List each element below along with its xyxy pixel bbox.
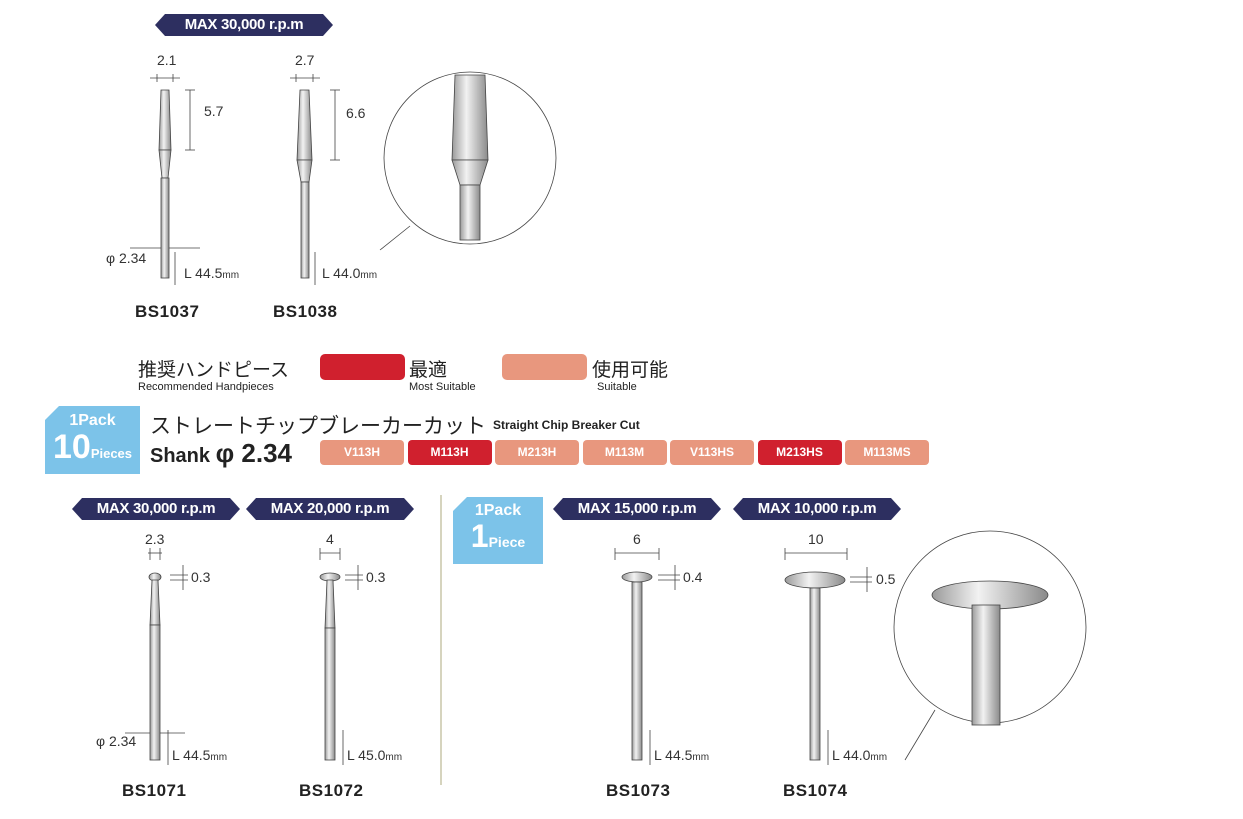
pack-badge: 1Pack 10Pieces — [45, 406, 140, 474]
dim-thickness: 0.4 — [683, 569, 703, 585]
unit: mm — [692, 752, 710, 763]
rpm-badge: MAX 20,000 r.p.m — [246, 498, 414, 520]
handpiece-chip-m213hs: M213HS — [757, 440, 842, 465]
bit-bs1073 — [621, 571, 653, 761]
product-code: BS1037 — [135, 302, 200, 321]
rpm-badge: MAX 10,000 r.p.m — [733, 498, 901, 520]
shank-spec: Shank φ 2.34 — [150, 438, 292, 469]
section-title: ストレートチップブレーカーカット — [150, 415, 486, 438]
dim-total: L 44.0mm — [322, 265, 377, 281]
dim-total: L 45.0mm — [347, 747, 402, 763]
dim-total: L 44.5mm — [654, 747, 709, 763]
pack-unit: Piece — [488, 534, 526, 550]
dim-total: L 44.5mm — [184, 265, 239, 281]
dim-width: 4 — [326, 531, 334, 547]
unit: mm — [210, 752, 228, 763]
legend-title: 推奨ハンドピース — [138, 360, 290, 381]
dim-width: 2.3 — [145, 531, 165, 547]
dim-shank: φ 2.34 — [106, 250, 147, 266]
pack-unit: Pieces — [90, 446, 133, 461]
bit-bs1038 — [296, 89, 313, 279]
total-length: L 44.5 — [654, 747, 693, 763]
dim-thickness: 0.3 — [191, 569, 211, 585]
pack-count: 10 — [52, 428, 91, 466]
rpm-badge: MAX 15,000 r.p.m — [553, 498, 721, 520]
total-length: L 44.5 — [172, 747, 211, 763]
total-length: L 45.0 — [347, 747, 386, 763]
legend-most: 最適 — [409, 360, 448, 381]
legend-swatch-suitable — [502, 354, 587, 380]
unit: mm — [360, 270, 378, 281]
product-code: BS1071 — [122, 781, 187, 800]
handpiece-chip-m113m: M113M — [582, 440, 667, 465]
handpiece-chip-m113ms: M113MS — [845, 440, 929, 465]
product-code: BS1073 — [606, 781, 671, 800]
unit: mm — [385, 752, 403, 763]
dim-total: L 44.0mm — [832, 747, 887, 763]
legend-swatch-most — [320, 354, 405, 380]
total-length: L 44.0 — [322, 265, 361, 281]
handpiece-chip-v113h: V113H — [320, 440, 404, 465]
dim-width: 2.7 — [295, 52, 315, 68]
total-length: L 44.0 — [832, 747, 871, 763]
handpiece-chip-m113h: M113H — [407, 440, 492, 465]
rpm-badge: MAX 30,000 r.p.m — [72, 498, 240, 520]
pack-count: 1 — [470, 518, 489, 554]
bit-bs1071 — [148, 572, 162, 761]
rpm-badge: MAX 30,000 r.p.m — [155, 14, 333, 36]
bit-bs1074 — [784, 571, 846, 761]
unit: mm — [870, 752, 888, 763]
total-length: L 44.5 — [184, 265, 223, 281]
shank-value: φ 2.34 — [215, 438, 293, 468]
dim-total: L 44.5mm — [172, 747, 227, 763]
dim-thickness: 0.3 — [366, 569, 386, 585]
pack-label: 1Pack — [474, 502, 522, 519]
product-code: BS1038 — [273, 302, 338, 321]
product-code: BS1074 — [783, 781, 848, 800]
product-code: BS1072 — [299, 781, 364, 800]
dim-shank: φ 2.34 — [96, 733, 137, 749]
unit: mm — [222, 270, 240, 281]
dim-width: 10 — [808, 531, 824, 547]
handpiece-chip-v113hs: V113HS — [670, 440, 754, 465]
legend-suitable-en: Suitable — [597, 381, 637, 393]
section-title-en: Straight Chip Breaker Cut — [493, 418, 640, 432]
legend-most-en: Most Suitable — [409, 381, 476, 393]
legend-suitable: 使用可能 — [592, 360, 669, 381]
dim-width: 6 — [633, 531, 641, 547]
pack-label: 1Pack — [69, 412, 116, 429]
bit-bs1037 — [158, 89, 172, 279]
legend-title-en: Recommended Handpieces — [138, 381, 274, 393]
dim-length: 6.6 — [346, 105, 366, 121]
dim-thickness: 0.5 — [876, 571, 896, 587]
handpiece-chip-m213h: M213H — [495, 440, 579, 465]
bit-bs1072 — [319, 572, 341, 761]
shank-label: Shank — [150, 445, 211, 467]
dim-width: 2.1 — [157, 52, 177, 68]
dim-length: 5.7 — [204, 103, 224, 119]
pack-badge: 1Pack 1Piece — [453, 497, 543, 564]
